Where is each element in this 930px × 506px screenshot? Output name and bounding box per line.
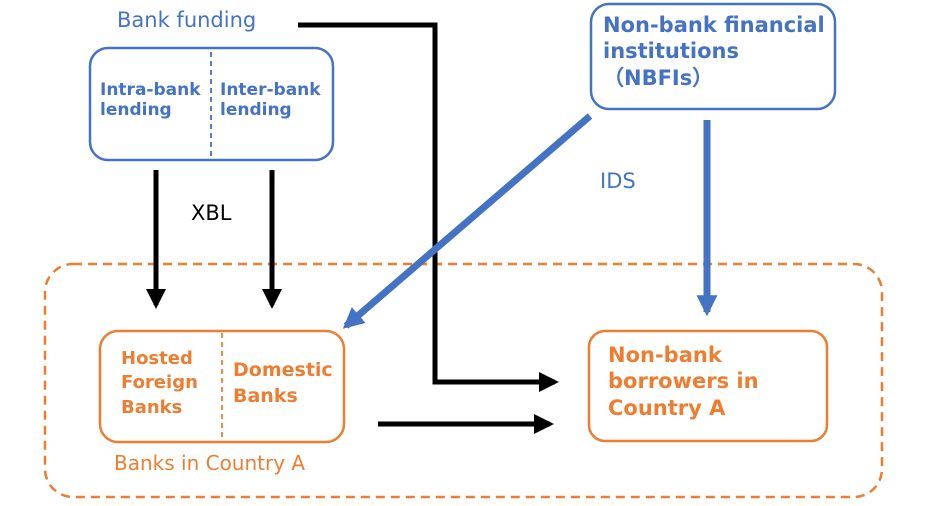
- direct-lending-arrow: [298, 22, 559, 392]
- country-banks-box: [98, 329, 346, 444]
- banks-in-country-a-label: Banks in Country A: [114, 451, 306, 475]
- borrowers-box: [587, 329, 829, 443]
- nbfi-box: [589, 2, 837, 111]
- country-a-region: [43, 262, 884, 499]
- bank-funding-title: Bank funding: [117, 8, 257, 32]
- xbl-label: XBL: [191, 201, 232, 225]
- ids-to-banks-arrow: [342, 113, 593, 329]
- bank-funding-box: [88, 46, 335, 162]
- ids-label: IDS: [600, 169, 636, 193]
